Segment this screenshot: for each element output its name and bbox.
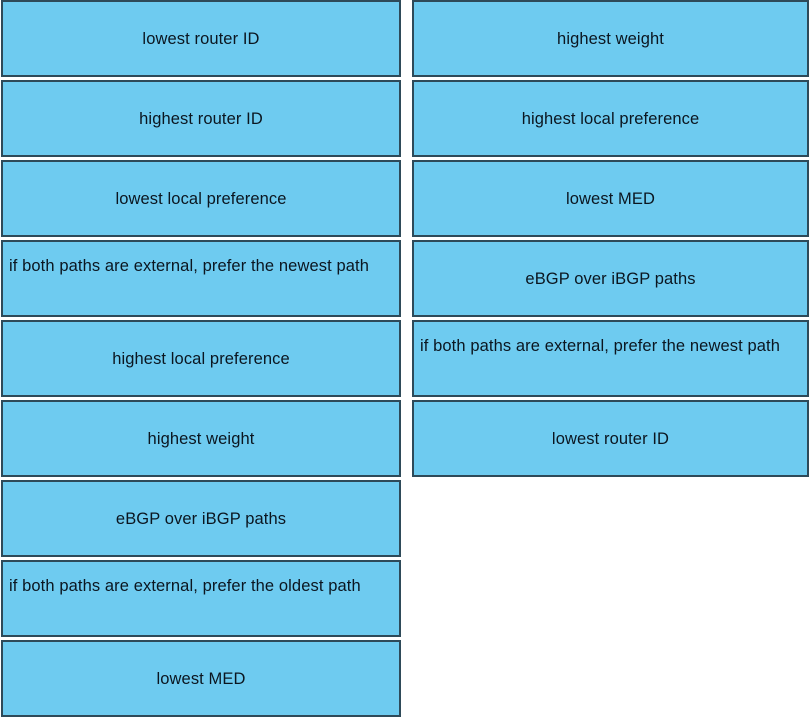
option-card[interactable]: highest weight bbox=[412, 0, 809, 77]
option-card-label: lowest local preference bbox=[115, 189, 287, 208]
option-card[interactable]: highest weight bbox=[1, 400, 401, 477]
option-card-label: lowest MED bbox=[156, 669, 246, 688]
option-card-label: lowest MED bbox=[565, 189, 656, 208]
option-card[interactable]: highest router ID bbox=[1, 80, 401, 157]
option-card[interactable]: if both paths are external, prefer the n… bbox=[412, 320, 809, 397]
option-card-label: highest local preference bbox=[112, 349, 290, 368]
option-card[interactable]: highest local preference bbox=[412, 80, 809, 157]
option-card-label: highest router ID bbox=[139, 109, 263, 128]
option-card-label: lowest router ID bbox=[142, 29, 260, 48]
option-card[interactable]: if both paths are external, prefer the o… bbox=[1, 560, 401, 637]
option-card-label: highest weight bbox=[147, 429, 255, 448]
option-card-label: if both paths are external, prefer the n… bbox=[420, 337, 780, 355]
option-card-label: highest local preference bbox=[521, 109, 700, 128]
option-card[interactable]: lowest router ID bbox=[1, 0, 401, 77]
option-card-label: eBGP over iBGP paths bbox=[525, 269, 696, 288]
left-column: lowest router ID highest router ID lowest … bbox=[1, 0, 401, 720]
option-card[interactable]: lowest router ID bbox=[412, 400, 809, 477]
option-card[interactable]: eBGP over iBGP paths bbox=[412, 240, 809, 317]
option-card-label: eBGP over iBGP paths bbox=[115, 509, 287, 528]
option-card[interactable]: eBGP over iBGP paths bbox=[1, 480, 401, 557]
option-card-label: if both paths are external, prefer the n… bbox=[9, 257, 369, 275]
option-card[interactable]: highest local preference bbox=[1, 320, 401, 397]
option-card-label: if both paths are external, prefer the o… bbox=[9, 577, 361, 595]
option-card[interactable]: lowest MED bbox=[412, 160, 809, 237]
option-card[interactable]: if both paths are external, prefer the n… bbox=[1, 240, 401, 317]
option-card-label: highest weight bbox=[557, 29, 664, 48]
option-card-label: lowest router ID bbox=[551, 429, 670, 448]
option-card[interactable]: lowest local preference bbox=[1, 160, 401, 237]
option-card[interactable]: lowest MED bbox=[1, 640, 401, 717]
right-column: highest weight highest local preference lo… bbox=[412, 0, 809, 480]
